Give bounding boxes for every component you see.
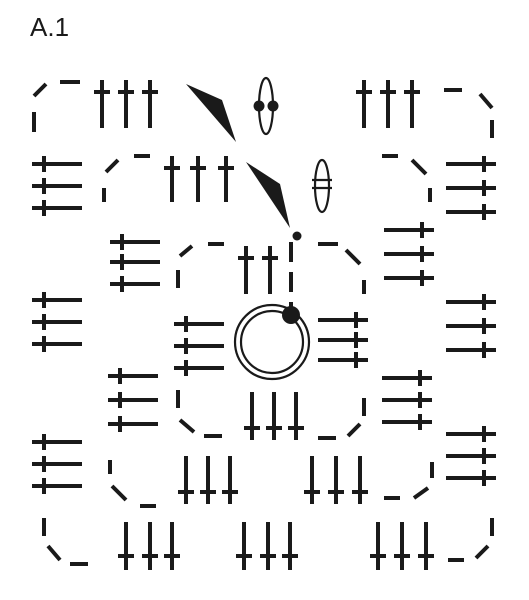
fasten-off-wedge-inner (246, 162, 290, 228)
treble-group-outer-right-2 (446, 294, 496, 358)
diagram-title: A.1 (30, 12, 70, 42)
magic-ring-symbol (233, 303, 311, 381)
treble-group-middle-top (164, 156, 234, 202)
treble-group-middle-right-bottom (382, 370, 432, 430)
marker-symbol-outer (253, 76, 279, 136)
start-dot (292, 231, 302, 241)
treble-group-top-row-2 (356, 80, 420, 128)
fasten-off-wedge-outer (186, 84, 236, 142)
treble-group-outer-bottom-2 (236, 522, 298, 570)
treble-group-outer-left-1 (32, 156, 82, 216)
treble-group-middle-left-bottom (108, 368, 158, 432)
treble-group-inner-left (174, 316, 224, 376)
chain-dashes (32, 80, 494, 566)
treble-group-outer-bottom-1 (118, 522, 180, 570)
treble-group-outer-right-1 (446, 156, 496, 220)
treble-group-top-row-1 (94, 80, 158, 128)
treble-group-middle-right-top (384, 222, 434, 286)
treble-group-middle-left-top (110, 234, 160, 292)
treble-group-outer-left-2 (32, 292, 82, 352)
treble-group-inner-top (238, 246, 278, 294)
treble-group-inner-right (318, 312, 368, 368)
treble-group-inner-bottom (244, 392, 304, 440)
marker-symbol-middle (312, 158, 332, 214)
treble-group-outer-right-3 (446, 426, 496, 486)
treble-group-outer-bottom-3 (370, 522, 434, 570)
treble-group-middle-bottom-left (178, 456, 238, 504)
treble-group-middle-bottom-right (304, 456, 368, 504)
treble-group-outer-left-3 (32, 434, 82, 494)
